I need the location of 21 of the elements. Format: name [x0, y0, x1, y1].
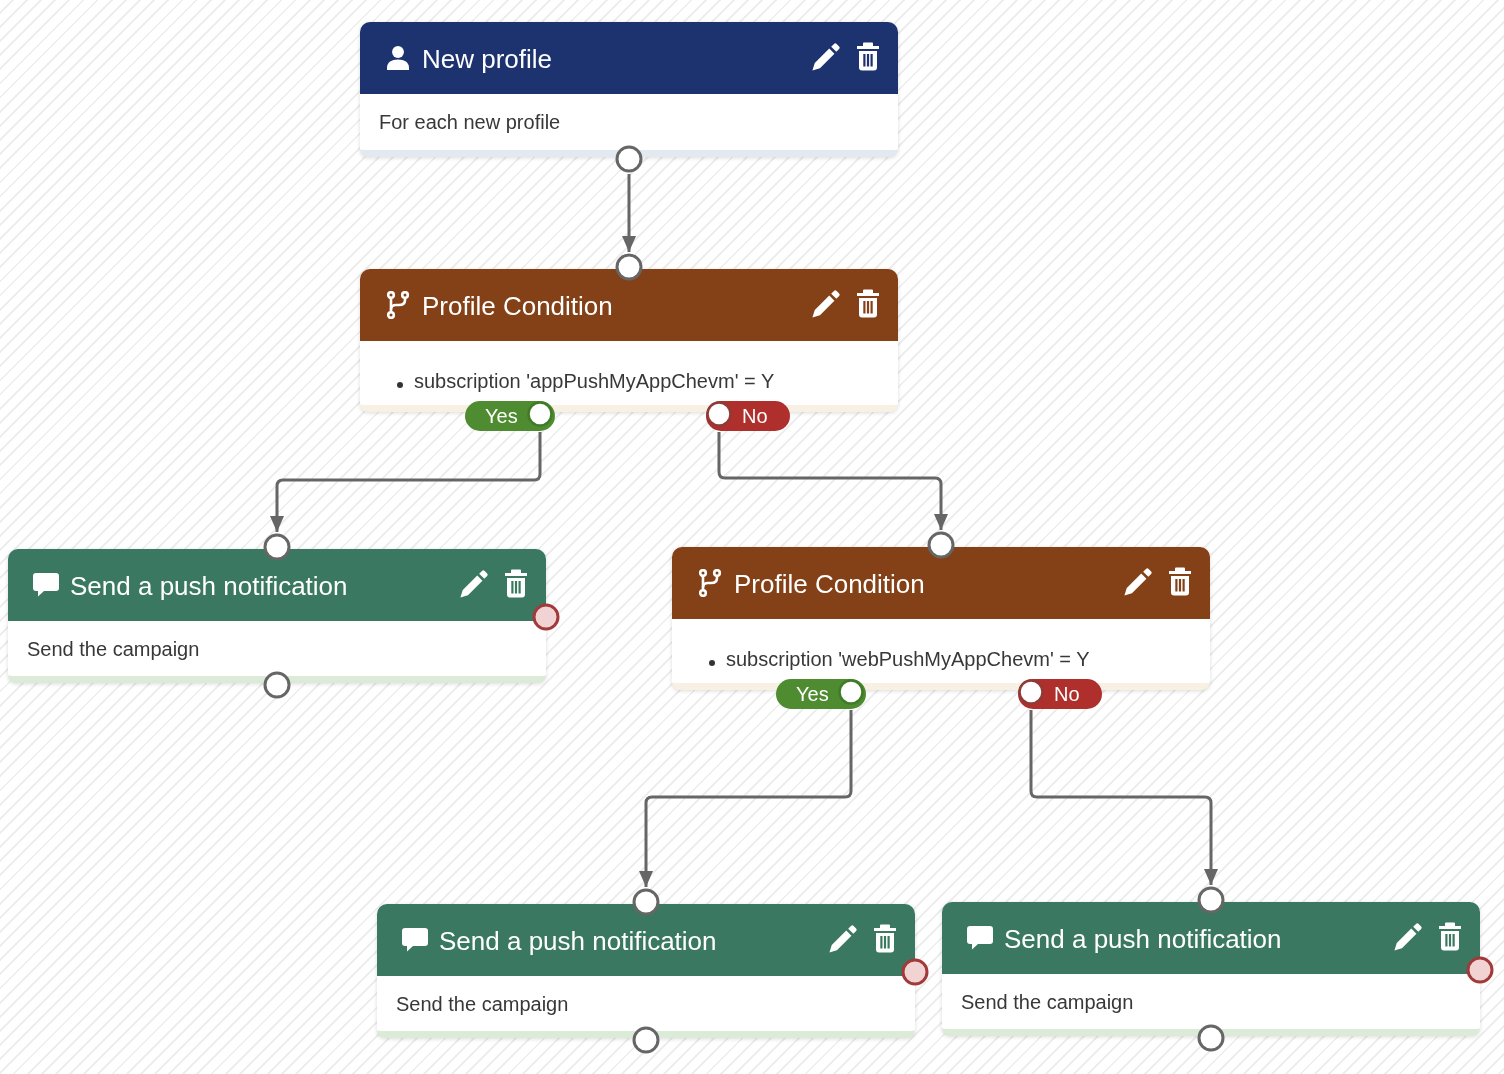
action-card — [942, 902, 1480, 1036]
node-title: Send a push notification — [70, 570, 348, 602]
node-description: Send the campaign — [27, 637, 200, 661]
node-description: Send the campaign — [961, 990, 1134, 1014]
node-title: Profile Condition — [422, 290, 613, 322]
condition-text: subscription 'appPushMyAppChevm' = Y — [414, 369, 775, 393]
action-card — [377, 904, 915, 1038]
node-title: New profile — [422, 43, 553, 75]
node-title: Profile Condition — [734, 568, 925, 600]
action-card — [8, 549, 546, 683]
flow-arrow — [639, 710, 853, 887]
flow-arrow — [1029, 710, 1218, 885]
node-description: Send the campaign — [396, 992, 569, 1016]
node-title: Send a push notification — [1004, 923, 1282, 955]
flow-arrow — [270, 432, 542, 532]
flow-arrow — [717, 432, 948, 530]
condition-text: subscription 'webPushMyAppChevm' = Y — [726, 647, 1090, 671]
flow-arrow — [622, 174, 636, 252]
node-description: For each new profile — [379, 110, 561, 134]
node-title: Send a push notification — [439, 925, 717, 957]
trigger-card — [360, 22, 898, 157]
